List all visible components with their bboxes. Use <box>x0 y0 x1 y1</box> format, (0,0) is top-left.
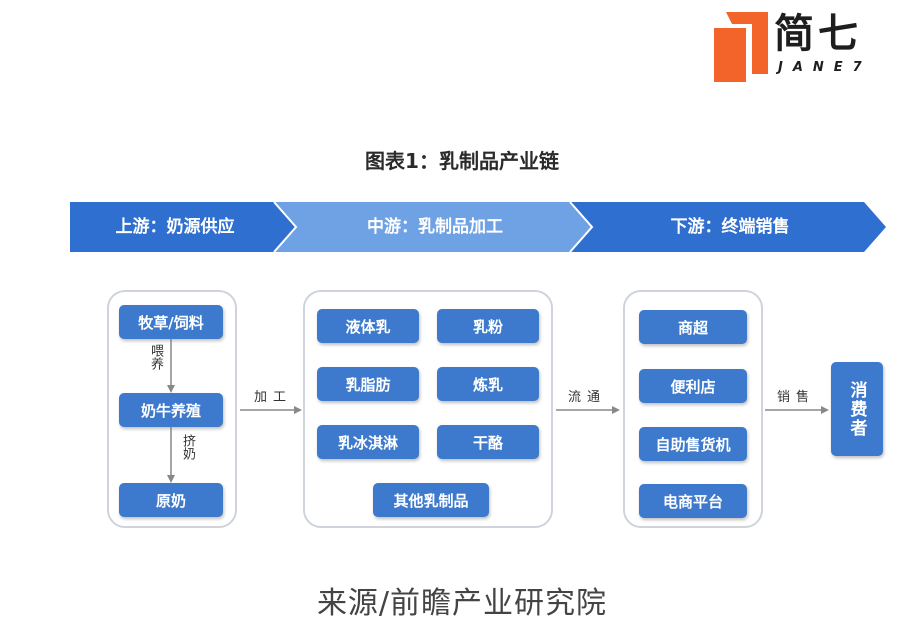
arrow-farm-to-milk-icon <box>167 427 175 483</box>
stage-upstream-label: 上游：奶源供应 <box>115 217 235 237</box>
stage-banner-arrows <box>70 202 886 252</box>
node-milk-fat: 乳脂肪 <box>317 367 419 401</box>
node-other-dairy: 其他乳制品 <box>373 483 489 517</box>
node-supermarket: 商超 <box>639 310 747 344</box>
diagram-title: 图表1：乳制品产业链 <box>365 149 559 173</box>
arrow-sell-icon <box>765 406 829 414</box>
source-caption: 来源/前瞻产业研究院 <box>316 586 608 621</box>
node-raw-milk: 原奶 <box>119 483 223 517</box>
node-consumer: 消费者 <box>831 362 883 456</box>
node-ice-cream: 乳冰淇淋 <box>317 425 419 459</box>
arrow-feed-to-farm-icon <box>167 339 175 393</box>
node-liquid-milk: 液体乳 <box>317 309 419 343</box>
node-forage-feed: 牧草/饲料 <box>119 305 223 339</box>
logo-subtext: JANE7 <box>778 60 872 75</box>
step-milking-label: 挤奶 <box>180 434 195 460</box>
step-feeding-label: 喂养 <box>148 344 163 370</box>
node-condensed-milk: 炼乳 <box>437 367 539 401</box>
stage-downstream-label: 下游：终端销售 <box>670 217 790 237</box>
flow-sell-label: 销售 <box>777 390 816 405</box>
logo-text: 简七 <box>774 11 862 57</box>
arrow-process-icon <box>240 406 302 414</box>
arrow-circulate-icon <box>556 406 620 414</box>
logo-mark-icon <box>714 12 768 82</box>
flow-process-label: 加工 <box>254 390 293 405</box>
flow-circulate-label: 流通 <box>568 390 607 405</box>
node-dairy-farming: 奶牛养殖 <box>119 393 223 427</box>
node-convenience-store: 便利店 <box>639 369 747 403</box>
node-cheese: 干酪 <box>437 425 539 459</box>
stage-banner: 上游：奶源供应 中游：乳制品加工 下游：终端销售 <box>70 202 888 252</box>
node-ecommerce: 电商平台 <box>639 484 747 518</box>
stage-midstream-label: 中游：乳制品加工 <box>367 217 503 237</box>
node-milk-powder: 乳粉 <box>437 309 539 343</box>
brand-logo: 简七 JANE7 <box>712 10 902 82</box>
node-vending-machine: 自助售货机 <box>639 427 747 461</box>
